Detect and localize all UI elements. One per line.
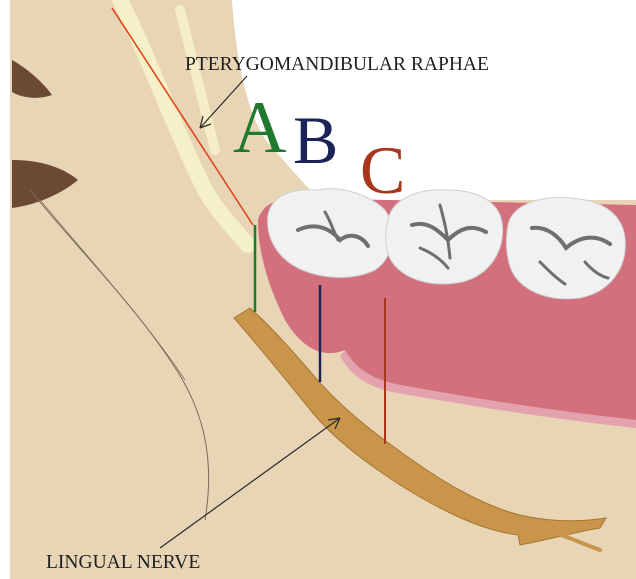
label-a: A [233,87,286,169]
nerve-label: LINGUAL NERVE [46,552,200,573]
label-b: B [293,102,338,178]
raphae-label: PTERYGOMANDIBULAR RAPHAE [185,54,489,75]
molar-3 [506,197,625,298]
label-c: C [360,132,405,208]
